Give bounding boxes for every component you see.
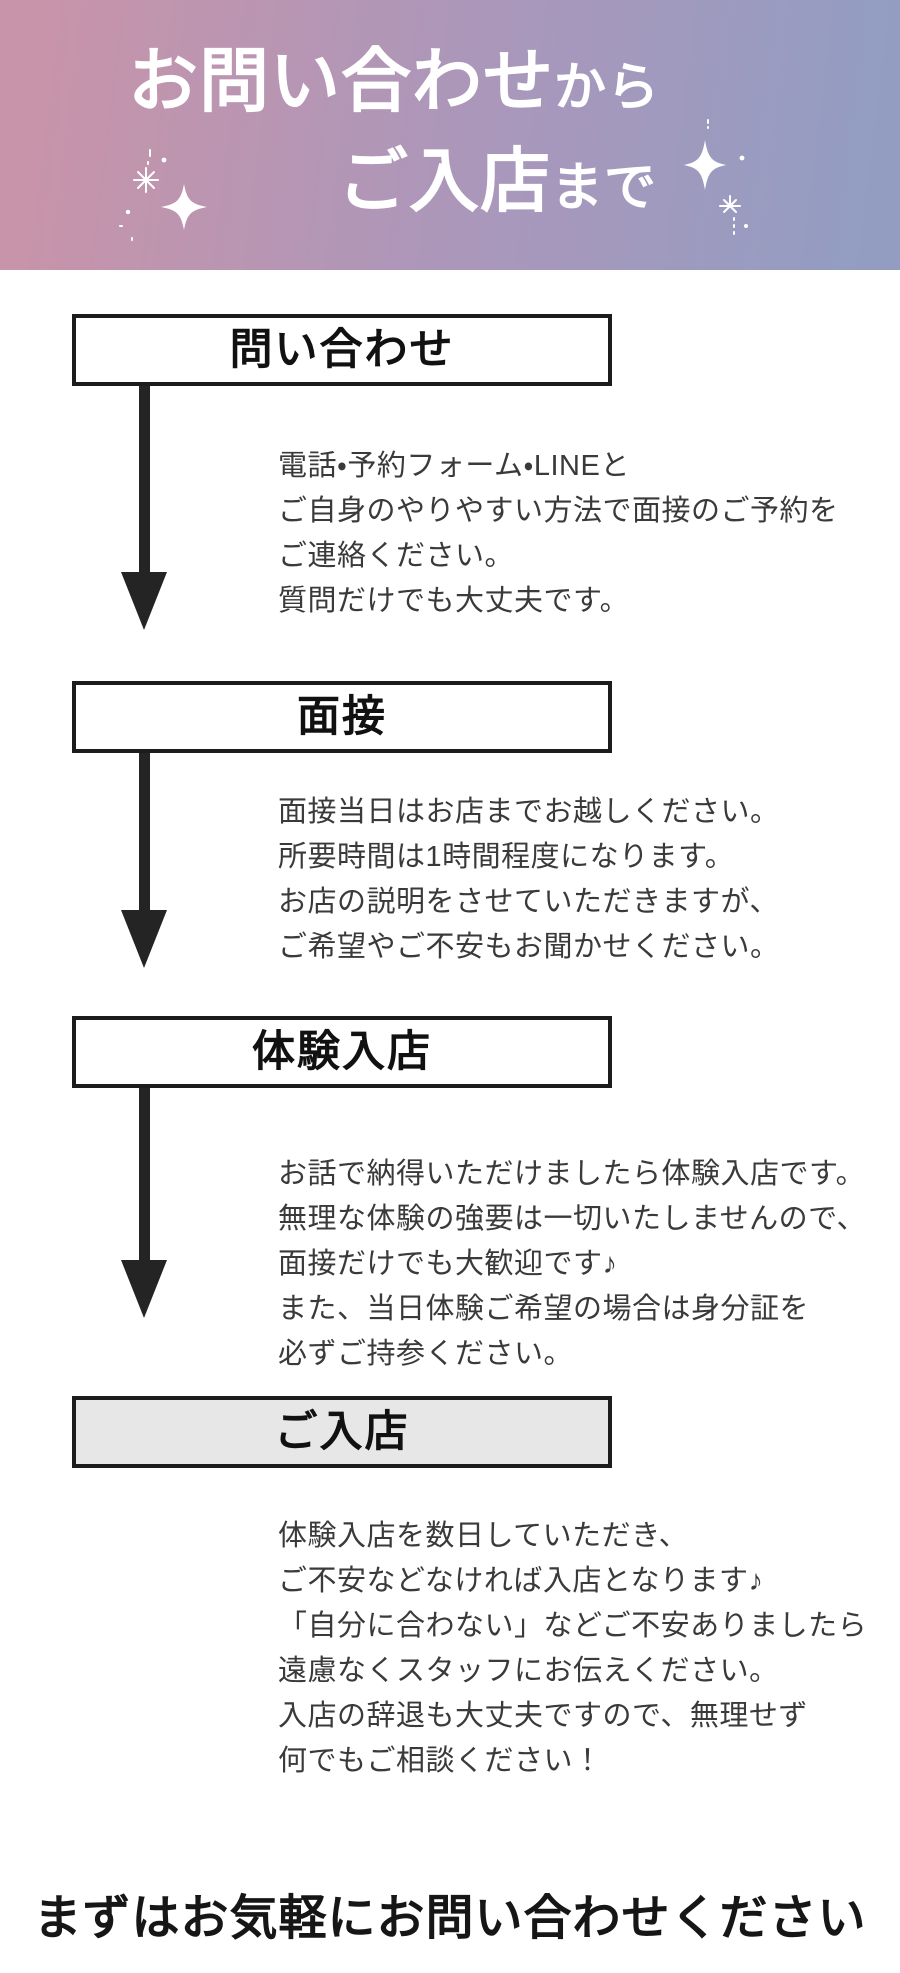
sparkle-cluster-icon [684,119,748,237]
sparkle-cluster-icon [119,149,207,243]
description-line: 「自分に合わない」などご不安ありましたら [278,1610,868,1642]
description-line: 無理な体験の強要は一切いたしませんので、 [278,1203,866,1235]
description-line: 体験入店を数日していただき、 [278,1520,689,1552]
step-description-join: 体験入店を数日していただき、 ご不安などなければ入店となります♪ 「自分に合わな… [278,1514,867,1784]
description-line: ご不安などなければ入店となります♪ [278,1565,764,1597]
step-box-trial: 体験入店 [72,1016,612,1088]
description-line: お話で納得いただけましたら体験入店です。 [278,1158,866,1190]
step-label-join: ご入店 [274,1407,410,1456]
flow-arrow-head-3 [121,1260,167,1318]
description-line: 入店の辞退も大丈夫ですので、無理せず [278,1700,808,1732]
flow-arrow-shaft-3 [139,1088,150,1260]
step-label-interview: 面接 [297,692,387,741]
description-line: 面接だけでも大歓迎です♪ [278,1248,618,1280]
flow-arrow-head-1 [121,572,167,630]
description-line: ご自身のやりやすい方法で面接のご予約を [278,495,839,527]
step-description-interview: 面接当日はお店までお越しください。 所要時間は1時間程度になります。 お店の説明… [278,790,780,970]
footer-message: まずはお気軽にお問い合わせください [33,1892,867,1945]
description-line: 何でもご相談ください！ [278,1745,603,1777]
step-label-trial: 体験入店 [252,1027,432,1076]
step-box-inquiry: 問い合わせ [72,314,612,386]
flow-arrow-shaft-2 [139,753,150,910]
flow-arrow-shaft-1 [139,386,150,572]
description-line: また、当日体験ご希望の場合は身分証を [278,1293,810,1325]
step-description-trial: お話で納得いただけましたら体験入店です。 無理な体験の強要は一切いたしませんので… [278,1152,866,1377]
description-line: 必ずご持参ください。 [278,1338,574,1370]
step-box-interview: 面接 [72,681,612,753]
title-line1-suffix: から [554,59,661,117]
description-line: 質問だけでも大丈夫です。 [278,585,630,617]
step-label-inquiry: 問い合わせ [229,325,455,374]
description-line: 面接当日はお店までお越しください。 [278,796,780,828]
description-line: 所要時間は1時間程度になります。 [278,841,735,873]
description-line: ご希望やご不安もお聞かせください。 [278,931,780,963]
description-line: 電話・予約フォーム・LINEと [278,450,630,482]
title-line2-main: ご入店 [338,142,551,220]
step-box-join: ご入店 [72,1396,612,1468]
title-line2-suffix: まで [551,159,658,217]
page-title-line1: お問い合わせから [128,46,660,116]
description-line: お店の説明をさせていただきますが、 [278,886,779,918]
step-description-inquiry: 電話・予約フォーム・LINEと ご自身のやりやすい方法で面接のご予約を ご連絡く… [278,444,839,624]
description-line: ご連絡ください。 [278,540,515,572]
page-title-line2: ご入店まで [338,146,657,216]
title-line1-main: お問い合わせ [128,42,554,120]
flow-arrow-head-2 [121,910,167,968]
description-line: 遠慮なくスタッフにお伝えください。 [278,1655,779,1687]
header-banner: お問い合わせから ご入店まで [0,0,900,270]
